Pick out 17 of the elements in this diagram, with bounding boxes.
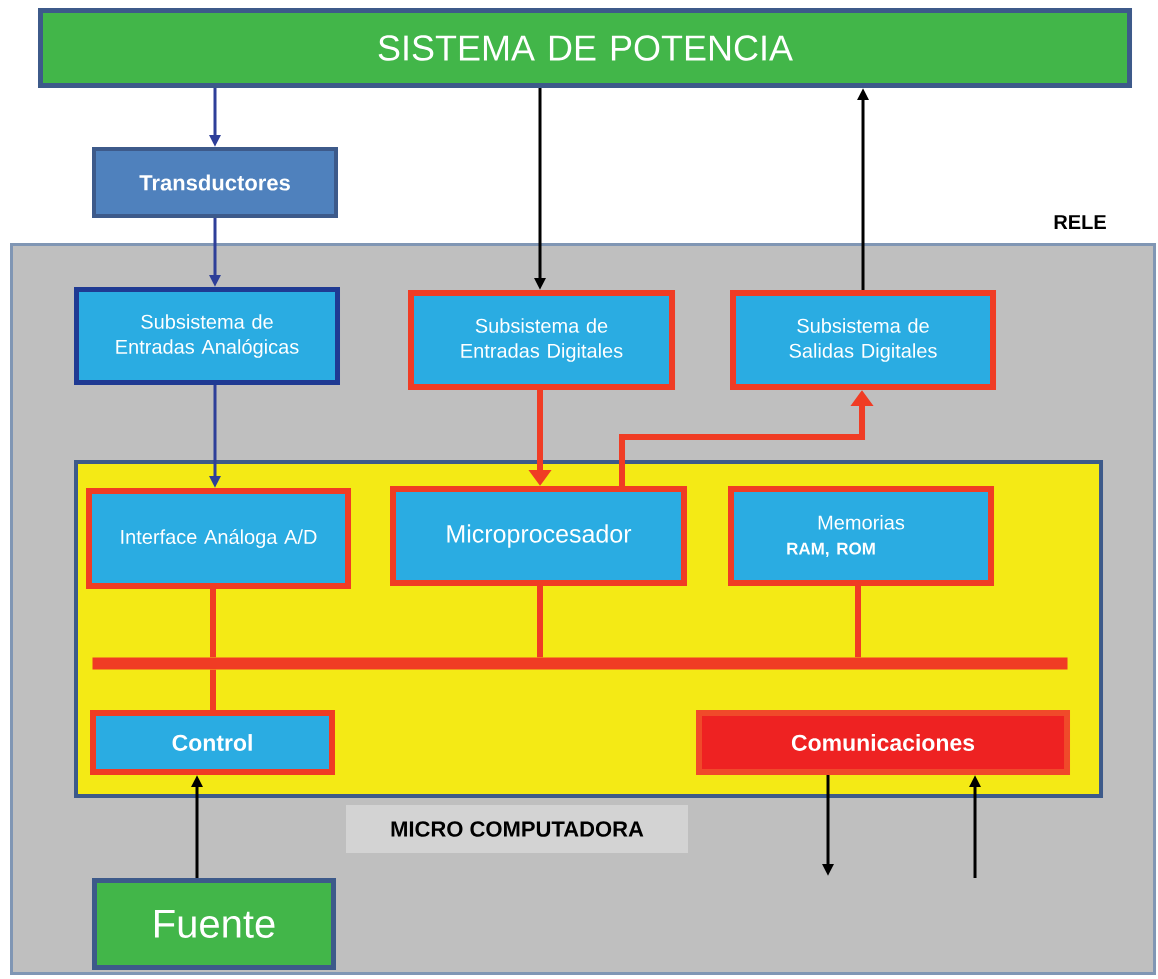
process-box: Interface Análoga A/D <box>86 488 351 589</box>
process-box: Subsistema de Salidas Digitales <box>730 290 996 390</box>
process-box: Comunicaciones <box>696 710 1070 775</box>
connector-line <box>210 589 216 658</box>
node-label: MICRO COMPUTADORA <box>391 821 644 837</box>
process-box: Subsistema de Entradas Digitales <box>408 290 675 390</box>
source-box: Fuente <box>92 878 336 970</box>
connector-line <box>855 586 861 658</box>
connector-line <box>210 669 216 710</box>
process-box: Control <box>90 710 335 775</box>
connector-line <box>537 586 543 658</box>
process-box: Memorias RAM, ROM <box>728 486 994 586</box>
process-box: Subsistema de Entradas Analógicas <box>74 287 340 385</box>
process-box: Transductores <box>92 147 338 218</box>
process-box: Microprocesador <box>390 486 687 586</box>
node-label: RELE <box>1054 215 1106 229</box>
banner-box: SISTEMA DE POTENCIA <box>38 8 1132 88</box>
